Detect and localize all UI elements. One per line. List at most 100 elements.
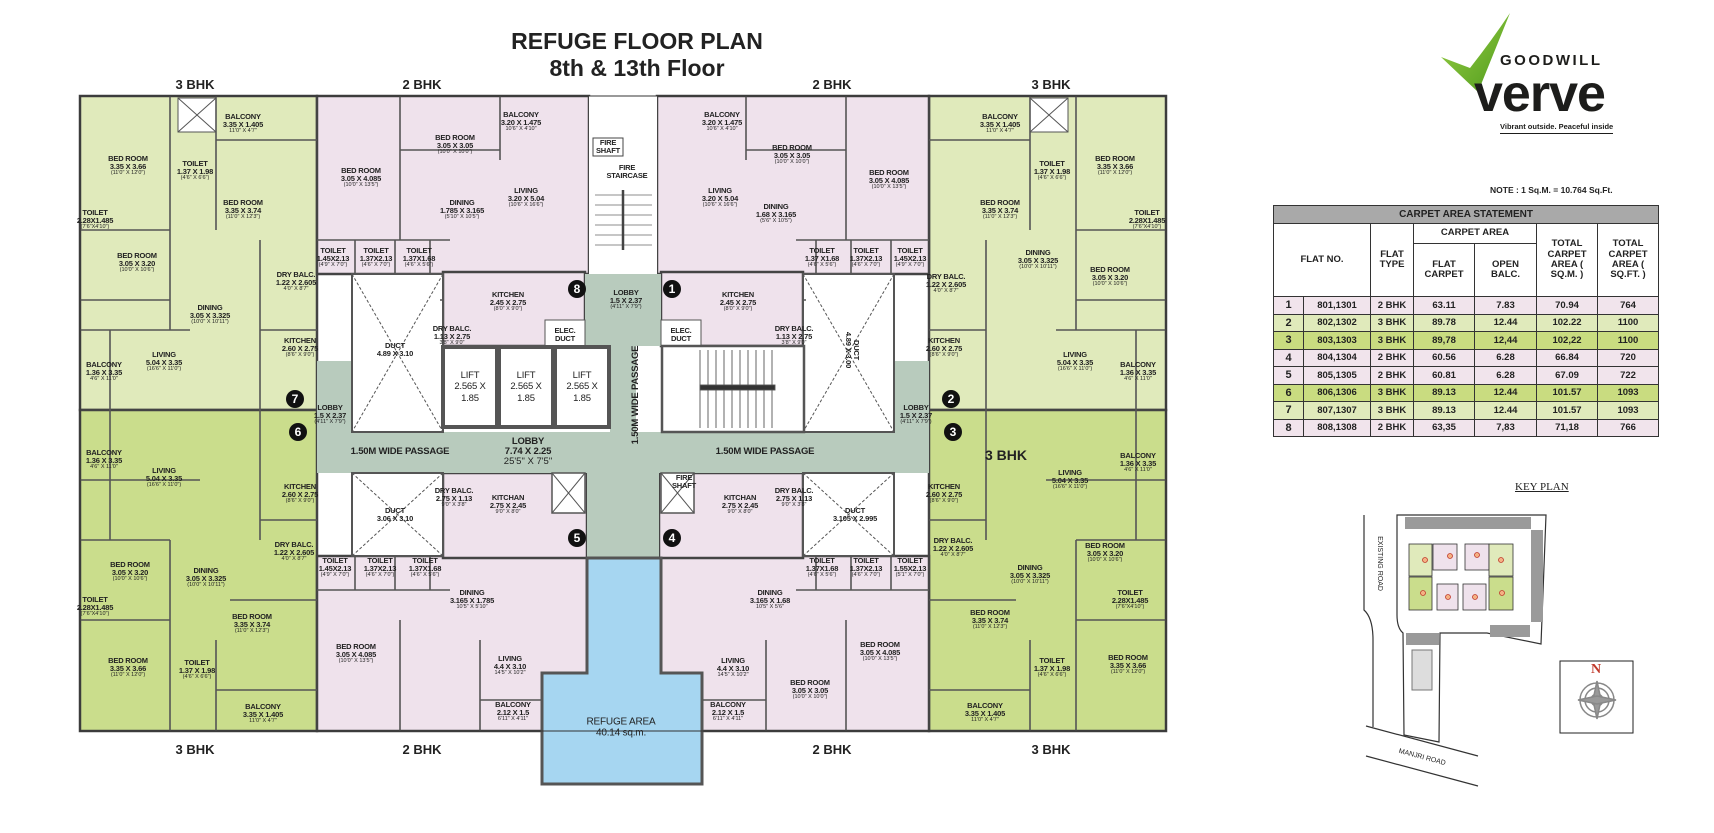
cell-total-sqm: 102.22 bbox=[1536, 313, 1598, 332]
header-flat-no: FLAT NO. bbox=[1273, 223, 1371, 297]
unit-type-label-bottom: 2 BHK bbox=[812, 742, 852, 757]
unit-type-label-bottom: 3 BHK bbox=[1031, 742, 1071, 757]
manjri-road-edge-2 bbox=[1365, 755, 1479, 787]
compass-rose-icon bbox=[1577, 680, 1617, 720]
cell-open-balc: 7,83 bbox=[1474, 418, 1537, 437]
cell-type: 3 BHK bbox=[1370, 383, 1414, 402]
cell-type: 2 BHK bbox=[1370, 366, 1414, 385]
flat-marker-8: 8 bbox=[568, 280, 586, 298]
logo-check-icon bbox=[1441, 13, 1510, 92]
cell-open-balc: 6.28 bbox=[1474, 366, 1537, 385]
cell-type: 2 BHK bbox=[1370, 296, 1414, 315]
unit-type-label-top: 3 BHK bbox=[1031, 77, 1071, 92]
key-plan-parking bbox=[1405, 517, 1543, 691]
carpet-area-table: CARPET AREA STATEMENT FLAT NO. FLAT TYPE… bbox=[1272, 205, 1660, 437]
cell-flats: 804,1304 bbox=[1303, 348, 1371, 367]
header-open-balc: OPEN BALC. bbox=[1474, 243, 1537, 297]
cell-flats: 802,1302 bbox=[1303, 313, 1371, 332]
key-plan bbox=[1363, 514, 1547, 787]
cell-no: 6 bbox=[1273, 383, 1304, 402]
cell-flats: 807,1307 bbox=[1303, 401, 1371, 420]
existing-road-label: EXISTING ROAD bbox=[1375, 536, 1383, 591]
cell-type: 3 BHK bbox=[1370, 401, 1414, 420]
cell-total-sqm: 70.94 bbox=[1536, 296, 1598, 315]
cell-type: 2 BHK bbox=[1370, 348, 1414, 367]
cell-no: 2 bbox=[1273, 313, 1304, 332]
cell-no: 3 bbox=[1273, 331, 1304, 350]
main-staircase bbox=[660, 344, 806, 434]
flat-marker-3: 3 bbox=[944, 423, 962, 441]
lift-3 bbox=[553, 345, 611, 429]
cell-no: 5 bbox=[1273, 366, 1304, 385]
cell-total-sqft: 1100 bbox=[1596, 331, 1660, 350]
unit-type-label-inline: 3 BHK bbox=[984, 447, 1028, 463]
building-outline bbox=[79, 95, 1167, 732]
cell-flat-carpet: 60.56 bbox=[1413, 348, 1475, 367]
flat-marker-6: 6 bbox=[289, 423, 307, 441]
lift-2 bbox=[497, 345, 555, 429]
header-carpet-area: CARPET AREA bbox=[1413, 223, 1537, 244]
cell-total-sqft: 1100 bbox=[1596, 313, 1660, 332]
cell-total-sqm: 101.57 bbox=[1536, 401, 1598, 420]
cell-total-sqm: 67.09 bbox=[1536, 366, 1598, 385]
north-indicator: N bbox=[1591, 662, 1602, 677]
cell-total-sqft: 764 bbox=[1596, 296, 1660, 315]
conversion-note: NOTE : 1 Sq.M. = 10.764 Sq.Ft. bbox=[1490, 185, 1613, 195]
cell-total-sqft: 1093 bbox=[1596, 401, 1660, 420]
cell-open-balc: 12.44 bbox=[1474, 383, 1537, 402]
cell-open-balc: 7.83 bbox=[1474, 296, 1537, 315]
cell-no: 1 bbox=[1273, 296, 1304, 315]
flat-marker-1: 1 bbox=[663, 280, 681, 298]
flat-marker-5: 5 bbox=[568, 529, 586, 547]
cell-flat-carpet: 60.81 bbox=[1413, 366, 1475, 385]
cell-total-sqft: 720 bbox=[1596, 348, 1660, 367]
plan-subtitle: 8th & 13th Floor bbox=[549, 55, 725, 81]
unit-type-label-bottom: 3 BHK bbox=[175, 742, 215, 757]
cell-flats: 803,1303 bbox=[1303, 331, 1371, 350]
flat-marker-7: 7 bbox=[286, 390, 304, 408]
cell-flat-carpet: 63.11 bbox=[1413, 296, 1475, 315]
cell-no: 8 bbox=[1273, 418, 1304, 437]
cell-total-sqm: 71,18 bbox=[1536, 418, 1598, 437]
cell-flats: 801,1301 bbox=[1303, 296, 1371, 315]
flat-marker-4: 4 bbox=[663, 529, 681, 547]
logo-tagline: Vibrant outside. Peaceful inside bbox=[1500, 122, 1614, 134]
cell-flat-carpet: 89,78 bbox=[1413, 331, 1475, 350]
lift-block bbox=[441, 345, 611, 429]
cell-no: 4 bbox=[1273, 348, 1304, 367]
cell-type: 3 BHK bbox=[1370, 331, 1414, 350]
header-flat-type: FLAT TYPE bbox=[1370, 223, 1414, 297]
site-boundary bbox=[1396, 514, 1547, 743]
table-title: CARPET AREA STATEMENT bbox=[1272, 205, 1660, 224]
cell-flat-carpet: 89.13 bbox=[1413, 401, 1475, 420]
cell-total-sqm: 101.57 bbox=[1536, 383, 1598, 402]
cell-flats: 805,1305 bbox=[1303, 366, 1371, 385]
cell-total-sqft: 1093 bbox=[1596, 383, 1660, 402]
fire-shaft-box bbox=[592, 137, 624, 157]
cell-open-balc: 6.28 bbox=[1474, 348, 1537, 367]
cell-total-sqft: 722 bbox=[1596, 366, 1660, 385]
lift-1 bbox=[441, 345, 499, 429]
cell-open-balc: 12,44 bbox=[1474, 331, 1537, 350]
refuge-area bbox=[540, 556, 704, 786]
key-plan-flat-markers bbox=[1420, 552, 1505, 600]
cell-type: 2 BHK bbox=[1370, 418, 1414, 437]
cell-flat-carpet: 89.78 bbox=[1413, 313, 1475, 332]
cell-flats: 808,1308 bbox=[1303, 418, 1371, 437]
logo-name: verve bbox=[1474, 65, 1606, 123]
key-plan-buildings bbox=[1408, 543, 1514, 611]
key-plan-title: KEY PLAN bbox=[1515, 481, 1569, 493]
cell-flat-carpet: 89.13 bbox=[1413, 383, 1475, 402]
manjri-road-edge-1 bbox=[1365, 725, 1479, 757]
cell-open-balc: 12.44 bbox=[1474, 313, 1537, 332]
unit-type-label-top: 2 BHK bbox=[402, 77, 442, 92]
